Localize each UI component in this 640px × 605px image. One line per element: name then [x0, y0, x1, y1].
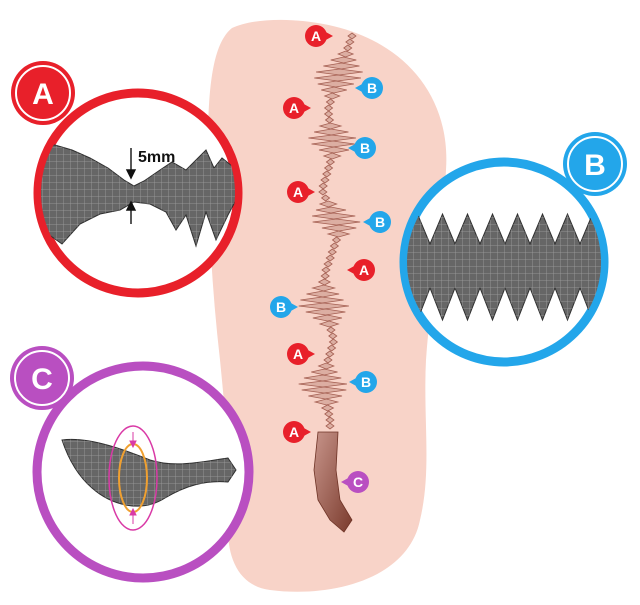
marker-a-5: A: [287, 181, 315, 203]
marker-a-11: A: [283, 421, 311, 443]
marker-letter: B: [360, 140, 370, 156]
badge-a: A: [11, 61, 75, 125]
marker-b-2: B: [355, 77, 383, 99]
marker-letter: A: [311, 28, 321, 44]
marker-letter: B: [276, 299, 286, 315]
marker-letter: A: [359, 262, 369, 278]
canal-structure: [298, 32, 363, 533]
marker-a-9: A: [287, 343, 315, 365]
svg-text:A: A: [32, 78, 54, 111]
marker-letter: B: [367, 80, 377, 96]
marker-a-7: A: [347, 259, 375, 281]
dimension-arrows: [125, 148, 137, 224]
marker-b-4: B: [348, 137, 376, 159]
marker-b-8: B: [270, 296, 298, 318]
marker-a-1: A: [305, 25, 333, 47]
measurement-label: 5mm: [138, 149, 175, 166]
canal-tip: [313, 431, 353, 533]
marker-letter: A: [293, 346, 303, 362]
marker-letter: B: [361, 374, 371, 390]
marker-a-3: A: [283, 97, 311, 119]
marker-letter: A: [289, 424, 299, 440]
marker-letter: B: [375, 214, 385, 230]
marker-letter: C: [353, 474, 363, 490]
marker-letter: A: [289, 100, 299, 116]
ring-outer: [108, 425, 158, 531]
badge-b: B: [563, 132, 627, 196]
marker-b-10: B: [349, 371, 377, 393]
marker-letter: A: [293, 184, 303, 200]
zoom-circle-c: [32, 361, 254, 583]
svg-text:C: C: [31, 363, 53, 396]
marker-c-12: C: [341, 471, 369, 493]
section-markers: A B A B A B A B A B A C: [270, 25, 391, 493]
badge-c: C: [10, 346, 74, 410]
svg-text:B: B: [584, 149, 606, 182]
marker-b-6: B: [363, 211, 391, 233]
zoom-circle-a: 5mm: [33, 88, 243, 298]
zoom-circle-b: [399, 157, 609, 367]
